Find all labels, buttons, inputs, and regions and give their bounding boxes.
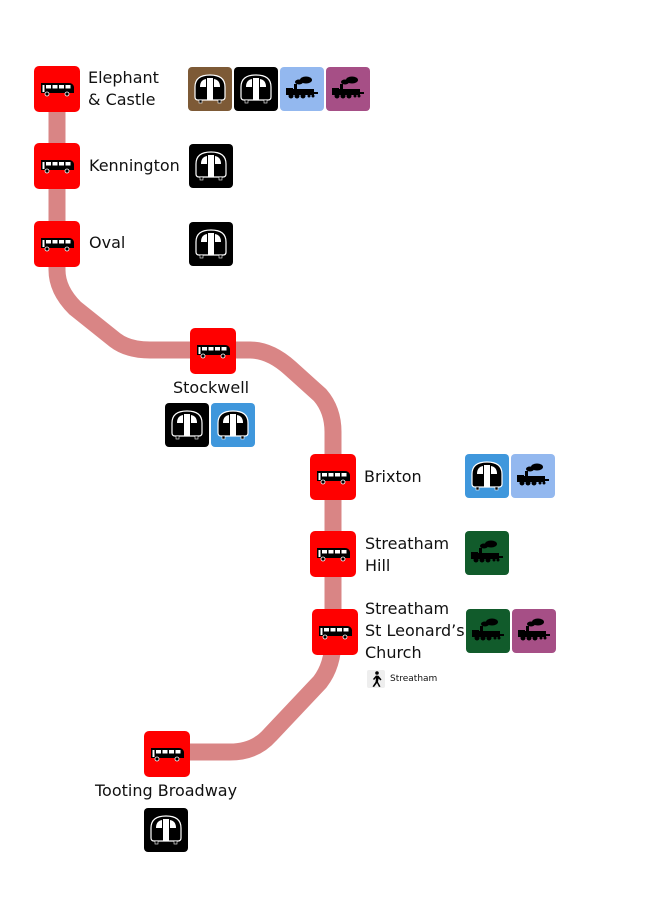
rail-interchange-tile[interactable] bbox=[280, 67, 324, 111]
bus-icon bbox=[196, 344, 231, 359]
bus-stop-marker-streatham-st-leonards[interactable] bbox=[312, 609, 358, 655]
stop-label-line: Tooting Broadway bbox=[95, 781, 238, 800]
bus-icon bbox=[316, 470, 351, 485]
tube-train-icon bbox=[195, 151, 227, 181]
tube-train-icon bbox=[195, 229, 227, 259]
rail-interchange-tile[interactable] bbox=[326, 67, 370, 111]
bus-stop-marker-tooting-broadway[interactable] bbox=[144, 731, 190, 777]
walking-link-streatham[interactable]: Streatham bbox=[367, 670, 437, 688]
interchange-modes-streatham-hill bbox=[465, 531, 509, 575]
interchange-modes-brixton bbox=[465, 454, 555, 498]
tube-train-icon bbox=[171, 410, 203, 440]
tube-train-icon bbox=[217, 410, 249, 440]
bus-stop-marker-elephant-castle[interactable] bbox=[34, 66, 80, 112]
interchange-modes-kennington bbox=[189, 144, 233, 188]
walking-link-label: Streatham bbox=[390, 674, 438, 684]
walking-person-icon bbox=[367, 670, 385, 688]
underground-interchange-tile[interactable] bbox=[165, 403, 209, 447]
steam-train-icon bbox=[517, 463, 549, 486]
underground-interchange-tile[interactable] bbox=[189, 222, 233, 266]
stop-label-streatham-hill: Streatham Hill bbox=[365, 533, 449, 577]
steam-train-icon bbox=[472, 618, 504, 641]
bus-stop-marker-streatham-hill[interactable] bbox=[310, 531, 356, 577]
stop-label-line: St Leonard’s bbox=[365, 621, 465, 640]
stop-label-line: Stockwell bbox=[173, 378, 250, 397]
rail-interchange-tile[interactable] bbox=[465, 531, 509, 575]
underground-interchange-tile[interactable] bbox=[465, 454, 509, 498]
bus-icon bbox=[316, 547, 351, 562]
bus-icon bbox=[40, 159, 75, 174]
stop-label-streatham-st-leonards: Streatham St Leonard’s Church bbox=[365, 598, 465, 664]
bus-stop-marker-oval[interactable] bbox=[34, 221, 80, 267]
bus-icon bbox=[40, 237, 75, 252]
stop-label-kennington: Kennington bbox=[89, 155, 180, 177]
bus-stop-marker-kennington[interactable] bbox=[34, 143, 80, 189]
interchange-modes-oval bbox=[189, 222, 233, 266]
underground-interchange-tile[interactable] bbox=[188, 67, 232, 111]
stop-label-line: Kennington bbox=[89, 156, 180, 175]
steam-train-icon bbox=[518, 618, 550, 641]
tube-train-icon bbox=[150, 815, 182, 845]
stop-label-line: Brixton bbox=[364, 467, 422, 486]
steam-train-icon bbox=[332, 76, 364, 99]
underground-interchange-tile[interactable] bbox=[144, 808, 188, 852]
stop-label-line: Elephant bbox=[88, 68, 159, 87]
tube-train-icon bbox=[240, 74, 272, 104]
rail-interchange-tile[interactable] bbox=[512, 609, 556, 653]
bus-icon bbox=[150, 747, 185, 762]
bus-stop-marker-stockwell[interactable] bbox=[190, 328, 236, 374]
stop-label-tooting-broadway: Tooting Broadway bbox=[95, 780, 237, 802]
stop-label-brixton: Brixton bbox=[364, 466, 422, 488]
stop-label-line: Streatham bbox=[365, 599, 450, 618]
interchange-modes-elephant-castle bbox=[188, 67, 370, 111]
rail-interchange-tile[interactable] bbox=[466, 609, 510, 653]
bus-icon bbox=[318, 625, 353, 640]
steam-train-icon bbox=[471, 540, 503, 563]
underground-interchange-tile[interactable] bbox=[234, 67, 278, 111]
interchange-modes-stockwell bbox=[165, 403, 255, 447]
steam-train-icon bbox=[286, 76, 318, 99]
bus-icon bbox=[40, 82, 75, 97]
stop-label-line: Oval bbox=[89, 233, 126, 252]
stop-label-line: & Castle bbox=[88, 90, 156, 109]
stop-label-line: Streatham bbox=[365, 534, 450, 553]
tube-train-icon bbox=[471, 461, 503, 491]
stop-label-stockwell: Stockwell bbox=[173, 377, 249, 399]
stop-label-line: Church bbox=[365, 643, 422, 662]
stop-label-oval: Oval bbox=[89, 232, 125, 254]
interchange-modes-streatham-st-leonards bbox=[466, 609, 556, 653]
underground-interchange-tile[interactable] bbox=[189, 144, 233, 188]
stop-label-elephant-castle: Elephant & Castle bbox=[88, 67, 159, 111]
rail-interchange-tile[interactable] bbox=[511, 454, 555, 498]
underground-interchange-tile[interactable] bbox=[211, 403, 255, 447]
tube-train-icon bbox=[194, 74, 226, 104]
bus-stop-marker-brixton[interactable] bbox=[310, 454, 356, 500]
interchange-modes-tooting-broadway bbox=[144, 808, 188, 852]
stop-label-line: Hill bbox=[365, 556, 391, 575]
